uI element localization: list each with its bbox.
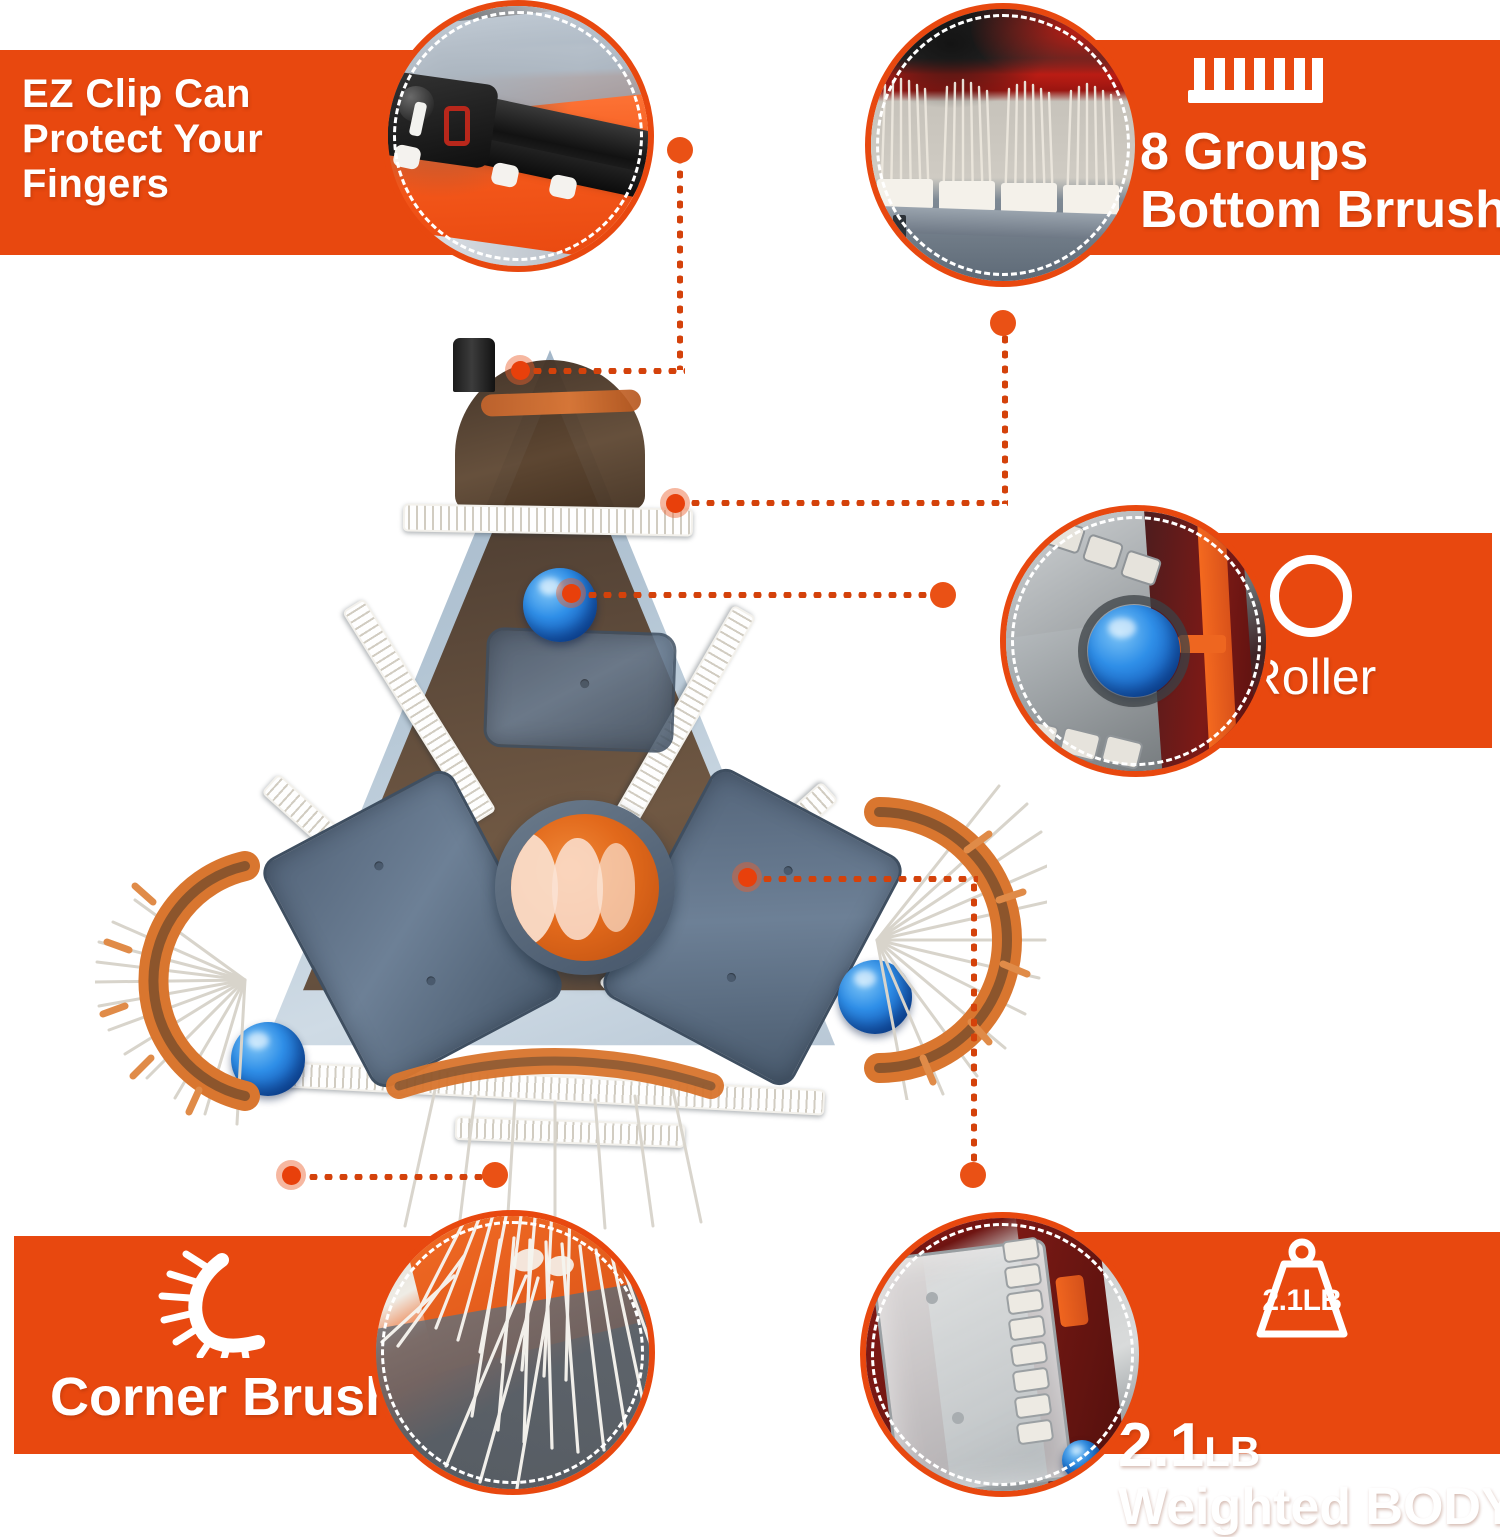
- roller-photo: [1006, 511, 1266, 771]
- feature-inset-corner-brush: [370, 1210, 655, 1495]
- corner-brush-photo: [376, 1216, 649, 1489]
- brush-strip-top: [402, 503, 694, 537]
- corner-brush-icon: [154, 1246, 444, 1363]
- callout-line-weighted-h: [760, 876, 978, 882]
- callout-line-weighted-v: [971, 880, 977, 1172]
- callout-dot-bottom-brush-product: [660, 488, 690, 518]
- feature-inset-bottom-brush: [865, 3, 1141, 287]
- callout-line-bottom-brush-h: [688, 500, 1008, 506]
- weight-2-1lb-icon: 2.1LB: [1248, 1238, 1500, 1349]
- callout-line-bottom-brush-v: [1002, 332, 1008, 504]
- suction-port-opening: [511, 814, 659, 961]
- feature-content-bottom-brush: 8 Groups Bottom Brrush: [1140, 52, 1500, 239]
- roller-ball-top: [523, 568, 597, 642]
- feature-title-corner-brush: Corner Brush: [50, 1367, 399, 1427]
- callout-dot-roller-banner: [928, 580, 958, 610]
- bottom-brush-photo: [871, 9, 1135, 281]
- feature-title-weighted-body: Weighted BODY: [1118, 1478, 1500, 1537]
- feature-content-weighted-body: 2.1LB 2.1LB Weighted BODY: [1118, 1238, 1500, 1537]
- roller-ball-photo-small: [1062, 1440, 1102, 1480]
- ez-clip-photo: [388, 6, 648, 266]
- feature-content-corner-brush: Corner Brush: [14, 1246, 444, 1427]
- callout-dot-weighted-product: [732, 862, 762, 892]
- callout-line-corner-brush-h: [306, 1174, 486, 1180]
- product-illustration: [55, 330, 1065, 1232]
- weight-icon-label: 2.1LB: [1262, 1284, 1342, 1317]
- weighted-body-photo: [866, 1218, 1139, 1491]
- feature-title-ez-clip: EZ Clip Can Protect Your Fingers: [22, 72, 264, 206]
- corner-brush-left: [93, 830, 395, 1130]
- feature-inset-roller: [1000, 505, 1272, 777]
- corner-brush-bottom: [355, 1030, 755, 1232]
- callout-dot-weighted-banner: [958, 1160, 988, 1190]
- hose-connector-stem: [453, 338, 495, 392]
- center-suction-port: [495, 800, 675, 975]
- callout-dot-bottom-brush-banner: [988, 308, 1018, 338]
- feature-weight-unit: LB: [1204, 1428, 1261, 1476]
- callout-dot-corner-brush-banner: [480, 1160, 510, 1190]
- flap-panel-top: [482, 626, 678, 754]
- callout-line-roller-h: [585, 592, 933, 598]
- callout-dot-roller-product: [556, 578, 586, 608]
- feature-label-ez-clip: EZ Clip Can Protect Your Fingers: [22, 72, 442, 206]
- callout-line-ez-clip-h: [530, 368, 685, 374]
- callout-dot-ez-clip-banner: [665, 135, 695, 165]
- feature-inset-weighted-body: [860, 1212, 1145, 1497]
- callout-dot-corner-brush-product: [276, 1160, 306, 1190]
- feature-inset-ez-clip: [382, 0, 654, 272]
- bottom-brush-icon: [1188, 52, 1500, 115]
- callout-line-ez-clip-v: [677, 152, 683, 370]
- feature-title-bottom-brush: 8 Groups Bottom Brrush: [1140, 123, 1500, 240]
- roller-wheel-icon: [1270, 555, 1352, 637]
- corner-brush-right: [727, 770, 1049, 1102]
